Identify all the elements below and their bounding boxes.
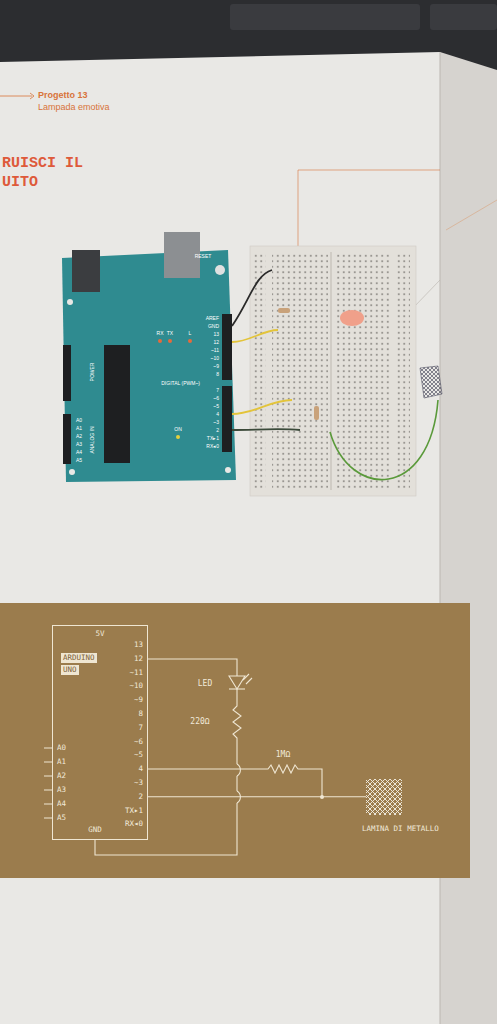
board-pin-label: ~11 — [211, 348, 219, 353]
board-pin-label: ~6 — [213, 396, 219, 401]
board-pin-label: RX — [157, 331, 164, 336]
board-pin-label: A4 — [76, 450, 82, 455]
schematic-label: 8 — [138, 710, 143, 718]
plate-label: LAMINA DI METALLO — [362, 824, 439, 833]
board-pin-label: ON — [174, 427, 182, 432]
board-pin-label: DIGITAL (PWM~) — [161, 381, 200, 386]
schematic-label: A5 — [57, 814, 66, 822]
board-pin-label: A0 — [76, 418, 82, 423]
plate-hatch — [365, 779, 403, 815]
board-pin-label: ~9 — [213, 364, 219, 369]
schematic-label: ~6 — [134, 738, 143, 746]
schematic-label: A0 — [57, 744, 66, 752]
schematic-label: RX◂0 — [125, 821, 143, 829]
schematic-label: 5V — [95, 630, 104, 638]
schematic-label: ~9 — [134, 696, 143, 704]
board-pin-label: GND — [208, 324, 219, 329]
board-pin-label: A2 — [76, 434, 82, 439]
board-name: UNO — [61, 665, 79, 675]
header-text: RUISCI IL — [2, 156, 83, 171]
schematic-label: 13 — [134, 641, 143, 649]
board-pin-label: 7 — [216, 388, 219, 393]
arduino-box: ARDUINO UNO — [52, 625, 148, 840]
board-pin-label: TX▸1 — [207, 436, 219, 441]
board-pin-label: ~5 — [213, 404, 219, 409]
schematic-label: ~10 — [129, 683, 143, 691]
header-text: Lampada emotiva — [38, 103, 110, 112]
schematic-label: A3 — [57, 786, 66, 794]
board-pin-label: A1 — [76, 426, 82, 431]
board-pin-label: ANALOG IN — [90, 426, 95, 453]
board-pin-label: RESET — [195, 254, 212, 259]
schematic-label: GND — [88, 826, 102, 834]
board-pin-label: 12 — [213, 340, 219, 345]
board-pin-label: 4 — [216, 412, 219, 417]
board-pin-label: ~3 — [213, 420, 219, 425]
board-pin-label: POWER — [90, 363, 95, 382]
board-pin-label: 13 — [213, 332, 219, 337]
schematic-label: TX▸1 — [125, 807, 143, 815]
board-pin-label: ~10 — [211, 356, 219, 361]
schematic-label: LED — [198, 680, 212, 688]
schematic-label: 12 — [134, 655, 143, 663]
schematic-label: ~11 — [129, 669, 143, 677]
schematic-label: A2 — [57, 772, 66, 780]
board-pin-label: RX◂0 — [206, 444, 219, 449]
header-text: Progetto 13 — [38, 91, 88, 100]
schematic-label: 220Ω — [190, 718, 209, 726]
board-pin-label: L — [189, 331, 192, 336]
wire — [148, 796, 366, 797]
board-pin-label: 2 — [216, 428, 219, 433]
metal-plate: LAMINA DI METALLO — [362, 779, 439, 833]
board-pin-label: 8 — [216, 372, 219, 377]
schematic-label: A1 — [57, 758, 66, 766]
board-pin-label: TX — [167, 331, 173, 336]
schematic-label: 1MΩ — [276, 751, 290, 759]
schematic-label: 2 — [138, 793, 143, 801]
header-text: UITO — [2, 175, 38, 190]
schematic-label: 4 — [138, 765, 143, 773]
board-pin-label: AREF — [206, 316, 219, 321]
board-name: ARDUINO — [61, 653, 97, 663]
schematic-label: ~3 — [134, 779, 143, 787]
board-pin-label: A3 — [76, 442, 82, 447]
schematic-label: ~5 — [134, 752, 143, 760]
schematic-label: A4 — [57, 800, 66, 808]
board-pin-label: A5 — [76, 458, 82, 463]
schematic-label: 7 — [138, 724, 143, 732]
